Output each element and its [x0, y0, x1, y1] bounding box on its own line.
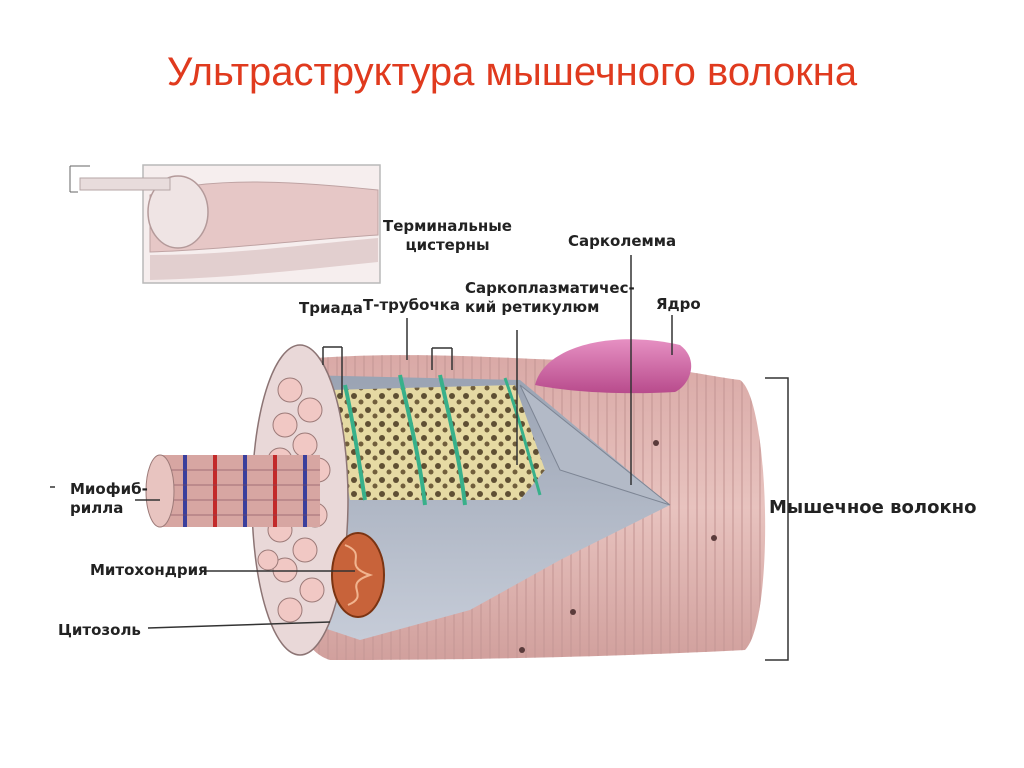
label-sr-line1: Саркоплазматичес-: [465, 279, 635, 297]
label-t-tubule: Т-трубочка: [363, 296, 461, 314]
label-muscle-fiber: Мышечное волокно: [769, 497, 977, 518]
label-sarcolemma: Сарколемма: [568, 232, 677, 250]
label-sr-line2: кий ретикулюм: [465, 298, 600, 316]
nucleus-shape: [535, 339, 692, 394]
label-terminal-cisterns-line1: Терминальные: [383, 217, 512, 235]
label-myofibril-line2: рилла: [70, 499, 124, 517]
label-mitochondrion: Митохондрия: [90, 561, 208, 579]
leader-lines: [50, 255, 789, 661]
label-myofibril: Миофиб- рилла: [70, 480, 148, 518]
label-cytosol: Цитозоль: [58, 621, 141, 639]
page-title: Ультраструктура мышечного волокна: [166, 50, 858, 94]
label-triad: Триада: [299, 299, 363, 317]
muscle-inset: [69, 164, 381, 284]
label-myofibril-line1: Миофиб-: [70, 480, 148, 498]
label-terminal-cisterns: Терминальные цистерны: [383, 217, 512, 255]
interior-cutaway: [145, 344, 671, 656]
label-nucleus: Ядро: [656, 295, 701, 313]
label-sarcoplasmic-reticulum: Саркоплазматичес- кий ретикулюм: [465, 279, 635, 317]
label-terminal-cisterns-line2: цистерны: [405, 236, 490, 254]
